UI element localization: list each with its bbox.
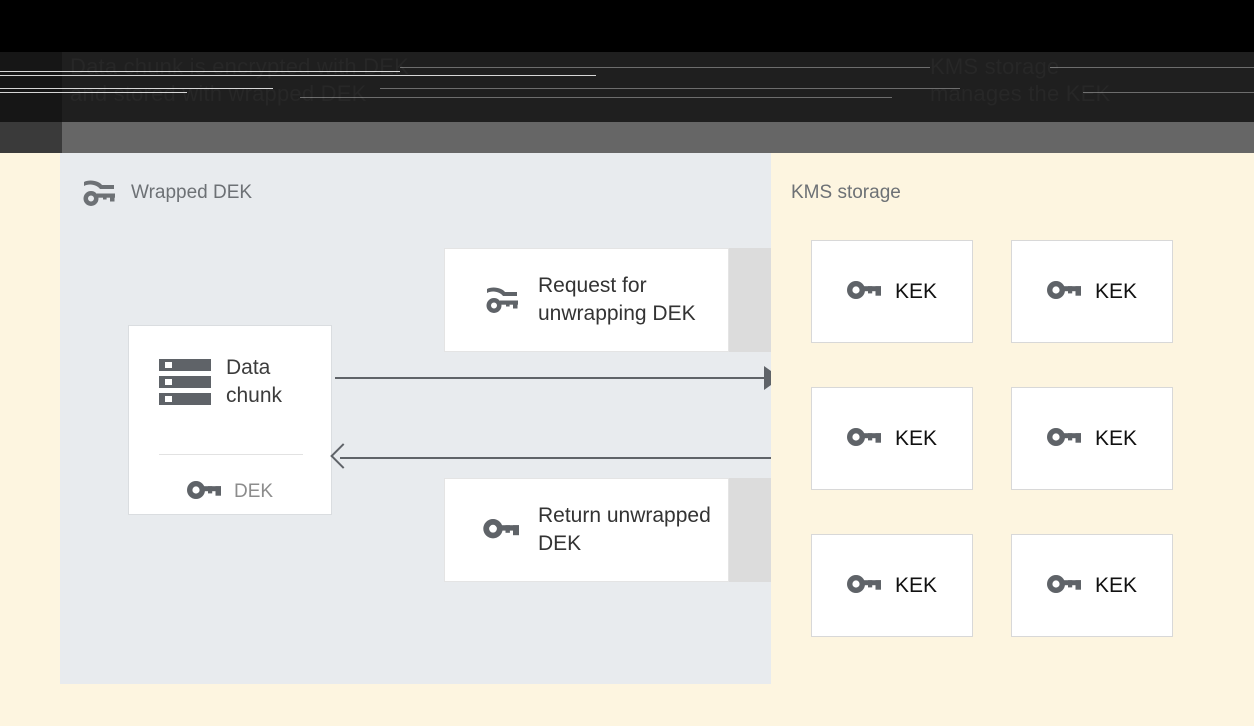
kek-label: KEK [894,279,938,303]
key-icon [1046,427,1081,450]
key-icon [1046,280,1081,303]
kms-storage-title: KMS storage [791,182,901,203]
scanline-artifact [1083,92,1254,93]
request-card-shadow [729,248,771,352]
kek-card[interactable]: KEK [811,387,973,490]
scanline-artifact [0,88,273,89]
kek-card[interactable]: KEK [1011,240,1173,343]
header-title-left-line1: Data chunk is encrypted with DEK [70,54,409,79]
wrapped-key-icon [483,287,519,313]
key-icon [846,280,881,303]
kek-card[interactable]: KEK [1011,534,1173,637]
kek-label: KEK [1094,573,1138,597]
header-title-left: Data chunk is encrypted with DEK and sto… [70,53,409,107]
kek-label: KEK [894,426,938,450]
key-icon [1046,574,1081,597]
return-unwrapped-label: Return unwrapped DEK [538,504,711,555]
key-icon [187,481,221,503]
key-icon [846,427,881,450]
data-chunk-card[interactable]: Data chunk DEK [128,325,332,515]
dek-row: DEK [187,481,273,503]
scanline-artifact [0,71,400,72]
request-unwrap-card[interactable]: Request for unwrapping DEK [444,248,729,352]
key-icon [846,574,881,597]
header-title-right: KMS storage manages the KEK [930,53,1250,107]
wrapped-dek-title: Wrapped DEK [131,182,253,203]
scanline-artifact [1050,67,1254,68]
request-unwrap-label: Request for unwrapping DEK [538,274,696,325]
scanline-artifact [300,97,892,98]
return-arrow-head [330,443,356,469]
kek-card[interactable]: KEK [811,240,973,343]
header-gray-band-left [0,122,62,153]
kek-label: KEK [1094,279,1138,303]
header-title-left-line2: and stored with wrapped DEK [70,81,367,106]
storage-icon [159,358,211,406]
kek-card[interactable]: KEK [811,534,973,637]
header-dark-band-left [0,52,62,122]
request-arrow-head [764,366,771,390]
header-title-right-line1: KMS storage [930,54,1060,79]
wrapped-dek-panel: Wrapped DEK Data chunk [60,153,771,684]
data-chunk-label: Data chunk [226,356,283,407]
scanline-artifact [380,88,960,89]
data-chunk-row: Data chunk [159,354,316,410]
header-title-right-line2: manages the KEK [930,81,1111,106]
scanline-artifact [0,75,596,76]
dek-label: DEK [234,481,274,502]
request-arrow-line [335,377,771,379]
return-arrow-line [340,457,771,459]
return-unwrapped-card[interactable]: Return unwrapped DEK [444,478,729,582]
scanline-artifact [400,67,930,68]
card-divider [159,454,303,455]
kek-grid: KEK KEK [811,240,1173,637]
kek-card[interactable]: KEK [1011,387,1173,490]
kek-label: KEK [1094,426,1138,450]
kek-label: KEK [894,573,938,597]
header-dark-band [0,52,1254,122]
kms-storage-panel: KMS storage KEK [771,153,1254,726]
return-card-shadow [729,478,771,582]
scanline-artifact [0,92,187,93]
header-black-band [0,0,1254,52]
header-gray-band [0,122,1254,153]
key-icon [483,518,519,542]
kms-envelope-encryption-diagram: Wrapped DEK Data chunk [0,153,1254,726]
header-region: Data chunk is encrypted with DEK and sto… [0,0,1254,153]
wrapped-dek-header: Wrapped DEK [80,180,252,206]
wrapped-key-icon [80,180,116,206]
